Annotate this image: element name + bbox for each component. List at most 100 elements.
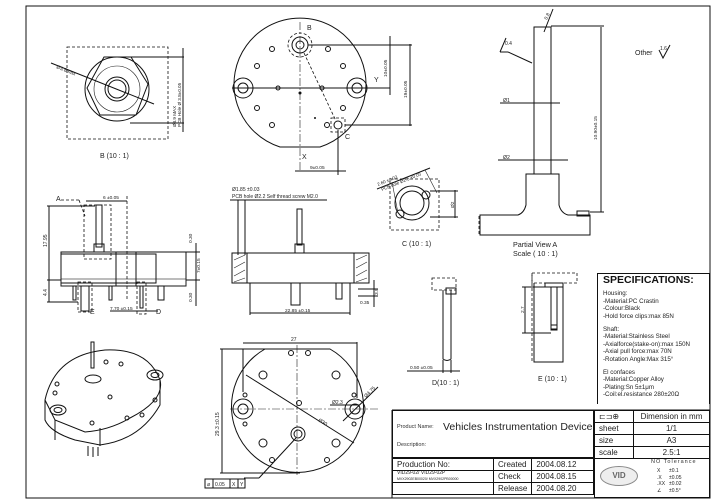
other-roughness: 1.6 bbox=[660, 46, 667, 52]
sheet-label: sheet bbox=[594, 422, 634, 435]
section-note-1: Ø1.85 ±0.03 bbox=[232, 187, 260, 193]
check-value: 2004.08.15 bbox=[531, 470, 594, 483]
tolerance-key: .XX bbox=[657, 481, 666, 487]
dim-030b: 0.30 bbox=[188, 292, 194, 302]
label-a: A bbox=[56, 196, 61, 203]
dim-6: 6 ±0.05 bbox=[103, 195, 119, 201]
partial-view-a: 10.90±0.15 Ø1 Ø2 0.4 0.8 Other 1.6 Parti… bbox=[478, 8, 671, 258]
title-block-product: Product Name: Vehicles Instrumentation D… bbox=[392, 410, 594, 458]
dim-e: 2.7 bbox=[520, 306, 526, 313]
tolerance-value: ±0.1 bbox=[669, 468, 679, 474]
dim-035: 0.35 bbox=[360, 300, 370, 306]
dim-9: 9±0.05 bbox=[310, 165, 325, 171]
release-value: 2004.08.20 bbox=[531, 482, 594, 495]
dim-17: 17.95 bbox=[43, 234, 49, 247]
spec-item: -Colour:Black bbox=[603, 305, 641, 313]
spec-item: -Material:Stainless Steel bbox=[603, 333, 670, 341]
label-d: D bbox=[156, 309, 161, 316]
label-c: C bbox=[345, 134, 350, 141]
dim-d30: Ø30 bbox=[317, 418, 328, 428]
top-view: B C X Y 10±0.05 19±0.05 9±0.05 bbox=[232, 17, 412, 175]
detail-d-label: D(10 : 1) bbox=[432, 380, 459, 387]
label-b: B bbox=[307, 25, 312, 32]
partial-view-scale: Scale ( 10 : 1) bbox=[513, 249, 558, 258]
check-label: Check bbox=[492, 470, 533, 483]
tolerance-value: ±0.02 bbox=[669, 481, 682, 487]
other-label: Other bbox=[635, 50, 653, 57]
production-no-line1: VID29-02/ VID29-02P bbox=[397, 470, 446, 476]
logo-text: VID bbox=[612, 471, 626, 480]
spec-item: -Axial pull force:max 70N bbox=[603, 348, 672, 356]
spec-item: -Material:PC Crastin bbox=[603, 297, 659, 305]
size-value: A3 bbox=[633, 434, 710, 447]
spec-item: -Hold force clips:max 85N bbox=[603, 312, 674, 320]
projection-symbol: ⊏⊐⊕ bbox=[594, 410, 634, 423]
sheet-value: 1/1 bbox=[633, 422, 710, 435]
tolerance-value: ±0.05 bbox=[669, 474, 682, 481]
dim-44: 4.4 bbox=[43, 289, 49, 296]
spec-heading: Shaft: bbox=[603, 326, 620, 334]
datum-y: Y bbox=[240, 482, 244, 488]
detail-e-view: 2.7 E (10 : 1) bbox=[520, 272, 578, 383]
spec-item: -Plating:Sn 5±1μm bbox=[603, 383, 654, 391]
dim-2285: 22.85 ±0.15 bbox=[285, 308, 311, 314]
dim-19: 19±0.05 bbox=[403, 80, 409, 98]
dim-d2: Ø2 bbox=[503, 155, 510, 161]
dim-diameter-b: Ø3.8max bbox=[55, 64, 77, 77]
description-label: Description: bbox=[397, 442, 427, 448]
detail-b-view: Ø3.8max Ø3.9 MAX PCB Hole Ø 3.8±0.05 B (… bbox=[50, 46, 184, 160]
created-label: Created bbox=[492, 458, 533, 471]
production-table: Production No: Created 2004.08.12 VID29-… bbox=[392, 458, 594, 495]
dim-c-2: Ø2 bbox=[450, 201, 456, 208]
bottom-view: 27 29.3 ±0.15 Ø30 Ø2.3 Ø4.75 ⌀ 0.05 X Y bbox=[204, 337, 380, 489]
tolerance-value: 0.05 bbox=[215, 482, 225, 488]
dim-height: 10.90±0.15 bbox=[593, 116, 599, 140]
production-no-label: Production No: bbox=[392, 458, 494, 471]
detail-d-view: 0.50 ±0.05 D(10 : 1) bbox=[407, 277, 460, 387]
spec-group-contacts: El confaces -Material:Copper Alloy -Plat… bbox=[603, 369, 704, 399]
dimension-unit: Dimension in mm bbox=[633, 410, 710, 423]
dim-d475: Ø4.75 bbox=[363, 385, 377, 399]
dim-7: 7±0.15 bbox=[196, 258, 202, 273]
scale-value: 2.5:1 bbox=[633, 446, 710, 459]
label-y: Y bbox=[374, 77, 379, 84]
size-label: size bbox=[594, 434, 634, 447]
detail-c-label: C (10 : 1) bbox=[402, 241, 431, 248]
detail-c-view: 2.60 ±0.03 PCB hole Ø2.5 ±0.05 Ø2 C (10 … bbox=[377, 167, 458, 248]
specifications-title: SPECIFICATIONS: bbox=[603, 274, 694, 286]
roughness-04: 0.4 bbox=[505, 41, 512, 47]
dim-d1: Ø1 bbox=[503, 98, 510, 104]
logo-tolerance-block: VID NO Tolerance X±0.1 .X±0.05 .XX±0.02 … bbox=[594, 458, 710, 498]
scale-label: scale bbox=[594, 446, 634, 459]
spec-item: -Axialforce(stake-on):max 150N bbox=[603, 340, 690, 348]
detail-b-label: B (10 : 1) bbox=[100, 153, 129, 160]
release-label: Release bbox=[492, 482, 533, 495]
section-note-2: PCB hole Ø2.2 Self thread screw M2.0 bbox=[232, 194, 318, 200]
roughness-08: 0.8 bbox=[543, 12, 551, 21]
production-no-line2: MVX2902EB00020/ MVX2902PB00000 bbox=[397, 476, 459, 481]
partial-view-label: Partial View A bbox=[513, 240, 557, 249]
created-value: 2004.08.12 bbox=[531, 458, 594, 471]
spec-item: -Rotation Angle:Max 315° bbox=[603, 355, 674, 363]
dim-d: 0.50 ±0.05 bbox=[410, 365, 433, 371]
tolerance-value: ±0.5° bbox=[669, 487, 681, 494]
dim-pcb-b-1: Ø3.9 MAX bbox=[172, 106, 177, 127]
tolerance-title: NO Tolerance bbox=[651, 459, 697, 465]
product-name: Vehicles Instrumentation Device bbox=[443, 421, 593, 433]
spec-group-housing: Housing: -Material:PC Crastin -Colour:Bl… bbox=[603, 290, 704, 320]
label-e: E bbox=[90, 309, 95, 316]
spec-group-shaft: Shaft: -Material:Stainless Steel -Axialf… bbox=[603, 326, 704, 363]
dim-27: 27 bbox=[291, 337, 297, 343]
datum-x: X bbox=[232, 482, 236, 488]
product-name-label: Product Name: bbox=[397, 424, 434, 430]
tolerance-key: .X bbox=[657, 474, 662, 481]
section-view: Ø1.85 ±0.03 PCB hole Ø2.2 Self thread sc… bbox=[230, 187, 380, 315]
label-x: X bbox=[302, 154, 307, 161]
tolerance-symbol: ⌀ bbox=[207, 482, 211, 488]
dim-39: 3.9 bbox=[374, 288, 380, 295]
side-view: A E D 6 ±0.05 17.95 4.4 0.30 7±0.15 0.30… bbox=[43, 195, 202, 316]
spec-item: -Coil:el.resistance 280±20Ω bbox=[603, 391, 680, 399]
sheet-info-table: ⊏⊐⊕ Dimension in mm sheet 1/1 size A3 sc… bbox=[594, 410, 710, 459]
spec-heading: Housing: bbox=[603, 290, 628, 298]
tolerance-frame bbox=[204, 478, 246, 489]
